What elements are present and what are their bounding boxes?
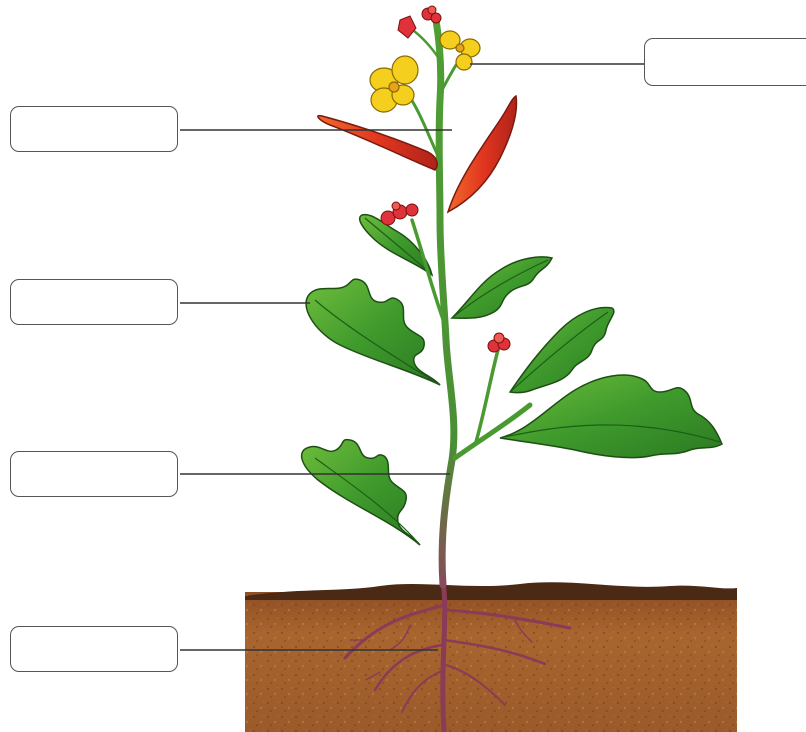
flower-open-large <box>370 56 418 112</box>
bud-top-left <box>398 16 416 38</box>
flowers <box>370 31 480 112</box>
bud-top <box>422 6 441 23</box>
leaf-lower-left <box>302 440 420 545</box>
main-root <box>443 580 445 732</box>
label-box-fruit[interactable] <box>10 106 178 152</box>
soil-surface <box>245 582 737 600</box>
soil <box>245 582 737 732</box>
label-box-stem[interactable] <box>10 451 178 497</box>
seed-pod-right <box>448 96 516 212</box>
leaf-upper-right <box>452 257 552 318</box>
seed-pod-left <box>318 116 437 170</box>
leaf-middle-left <box>306 279 440 385</box>
label-box-leaf[interactable] <box>10 279 178 325</box>
label-box-flower[interactable] <box>644 38 806 86</box>
bud-mid-right <box>488 333 510 352</box>
leaves <box>302 215 722 545</box>
label-box-root[interactable] <box>10 626 178 672</box>
